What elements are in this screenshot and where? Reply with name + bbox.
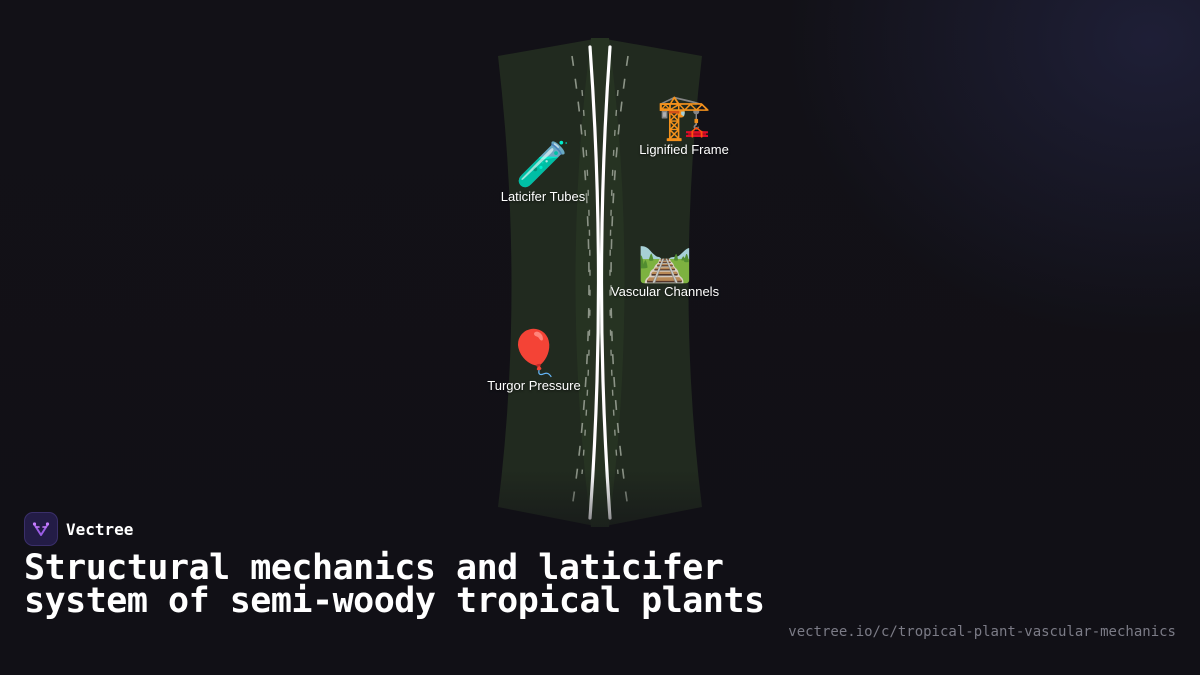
vectree-logo-icon [24,512,58,546]
label-text: Laticifer Tubes [500,189,586,204]
vascular-dash-left-outer [571,55,590,509]
balloon-icon: 🎈 [506,328,562,379]
label-lignified-frame: 🏗️ Lignified Frame [639,92,729,158]
crane-icon: 🏗️ [656,92,712,143]
railway-track-icon: 🛤️ [637,234,693,285]
test-tube-icon: 🧪 [515,139,571,190]
bottom-fade [0,470,1200,675]
label-text: Vascular Channels [610,284,720,299]
brand-name: Vectree [66,519,134,539]
label-vascular-channels: 🛤️ Vascular Channels [610,234,720,300]
label-laticifer-tubes: 🧪 Laticifer Tubes [500,139,586,205]
label-text: Turgor Pressure [487,378,581,393]
vascular-dash-right-outer [610,55,629,509]
brand[interactable]: Vectree [24,512,133,546]
fiber-left [588,45,601,520]
page-url[interactable]: vectree.io/c/tropical-plant-vascular-mec… [788,624,1176,640]
label-text: Lignified Frame [639,142,729,157]
label-turgor-pressure: 🎈 Turgor Pressure [487,328,581,394]
fiber-right [599,45,612,520]
page-title: Structural mechanics and laticifer syste… [24,548,765,621]
